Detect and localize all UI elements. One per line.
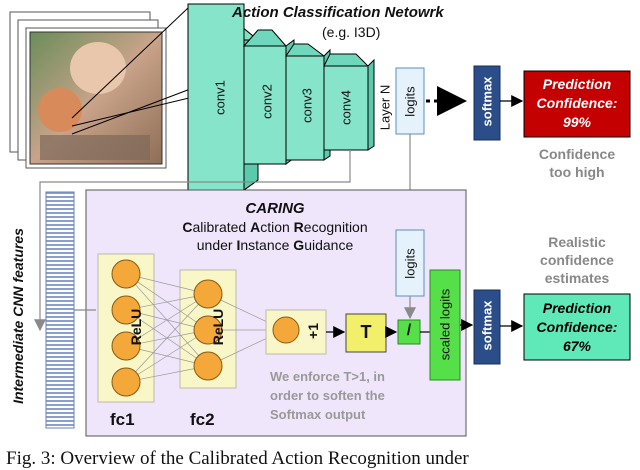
feature-path xyxy=(39,150,351,320)
network-subtitle: (e.g. I3D) xyxy=(322,24,381,40)
softmax-bottom-label: softmax xyxy=(479,300,495,351)
prediction-top-box xyxy=(523,70,631,138)
caring-text-part: ecognition xyxy=(303,219,368,235)
prediction-bottom-line2: Confidence: xyxy=(536,319,618,335)
caring-text-part: uidance xyxy=(304,237,354,253)
layer-n-label: Layer N xyxy=(377,84,393,131)
plus-one-label: +1 xyxy=(305,323,321,339)
caring-text-part: G xyxy=(293,237,305,253)
t-label: T xyxy=(360,322,372,342)
caring-text-part: nstance xyxy=(240,237,294,253)
side-label: Intermediate CNN features xyxy=(10,228,26,404)
logits-bottom-box xyxy=(395,229,425,297)
conv-stack xyxy=(187,3,375,191)
enforce-note-line1: We enforce T>1, in xyxy=(270,369,385,384)
prediction-top-value: 99% xyxy=(562,114,592,130)
figure-caption: Fig. 3: Overview of the Calibrated Actio… xyxy=(6,448,469,469)
caring-text-part: I xyxy=(236,237,241,253)
prediction-bottom-box xyxy=(523,293,631,361)
caring-text-part: C xyxy=(182,219,193,235)
video-frames xyxy=(9,11,167,169)
network-title: Action Classification Netowrk xyxy=(232,4,444,21)
realistic-note-line3: estimates xyxy=(544,270,610,286)
conv3-label: conv3 xyxy=(299,88,315,123)
fc2-label: fc2 xyxy=(190,410,215,429)
fc2-neurons xyxy=(193,279,223,381)
feature-column xyxy=(45,191,75,429)
prediction-bottom-line1: Prediction xyxy=(542,300,612,316)
realistic-note-line1: Realistic xyxy=(548,234,606,250)
conv1-label: conv1 xyxy=(212,80,228,115)
enforce-note-line2: order to soften the xyxy=(270,388,385,403)
logits-bottom-label: logits xyxy=(402,248,418,279)
caring-line1: Calibrated Action Recognition xyxy=(120,219,430,235)
divide-label: / xyxy=(406,322,412,339)
baby-face xyxy=(70,42,126,94)
scaled-logits-label: scaled logits xyxy=(437,288,453,361)
conv2-label: conv2 xyxy=(259,84,275,119)
fc1-neurons xyxy=(111,259,141,397)
caring-line2: under Instance Guidance xyxy=(120,237,430,253)
prediction-top-line1: Prediction xyxy=(542,76,612,92)
caring-text-part: alibrated xyxy=(192,219,251,235)
caring-text-part: A xyxy=(250,219,261,235)
prediction-top-line2: Confidence: xyxy=(536,95,618,111)
enforce-note-line3: Softmax output xyxy=(270,407,366,422)
conv4-label: conv4 xyxy=(338,90,354,125)
confidence-note-line2: too high xyxy=(549,164,605,180)
fc1-label: fc1 xyxy=(110,410,135,429)
softmax-top-box xyxy=(473,65,501,141)
caring-text-part: under xyxy=(196,237,237,253)
relu-label-1: ReLU xyxy=(128,308,144,346)
realistic-note-line2: confidence xyxy=(540,252,614,268)
caring-title: CARING xyxy=(245,200,305,217)
caring-text-part: R xyxy=(293,219,304,235)
output-neuron xyxy=(272,316,300,344)
confidence-note-line1: Confidence xyxy=(538,146,616,162)
softmax-top-label: softmax xyxy=(479,76,495,127)
relu-label-2: ReLU xyxy=(210,308,226,346)
logits-top-label: logits xyxy=(402,86,418,117)
softmax-bottom-box xyxy=(473,289,501,365)
logits-top-box xyxy=(395,67,425,135)
caring-text-part: ction xyxy=(260,219,294,235)
prediction-bottom-value: 67% xyxy=(562,338,592,354)
